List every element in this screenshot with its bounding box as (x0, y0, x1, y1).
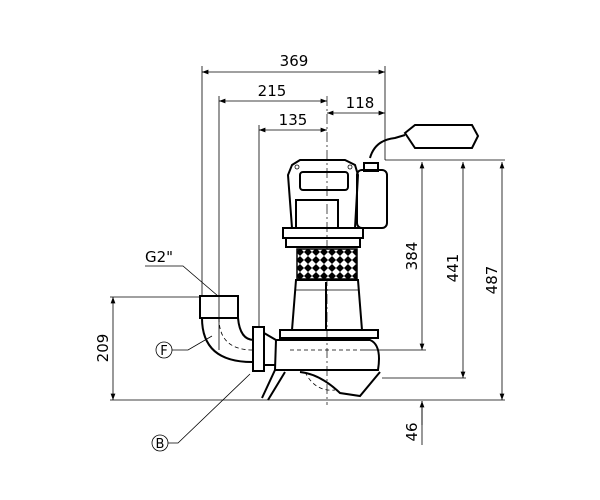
discharge-flange (252, 326, 265, 372)
dim-369: 369 (202, 52, 385, 75)
thread-label: G2" (145, 248, 219, 297)
feet (261, 369, 381, 401)
svg-text:46: 46 (403, 422, 421, 441)
dim-487: 487 (483, 162, 505, 400)
pump-body (199, 124, 480, 401)
strainer (296, 248, 358, 280)
dim-384: 384 (403, 162, 425, 350)
dim-46: 46 (403, 401, 425, 445)
dim-135: 135 (259, 111, 327, 133)
svg-text:135: 135 (279, 111, 308, 129)
dim-118: 118 (327, 94, 385, 116)
float-cable (369, 134, 406, 159)
dim-441: 441 (444, 162, 466, 378)
callout-b: B (151, 373, 251, 452)
dim-209: 209 (94, 297, 116, 400)
svg-text:369: 369 (280, 52, 309, 70)
dim-215: 215 (219, 82, 327, 104)
svg-text:487: 487 (483, 266, 501, 295)
svg-text:F: F (160, 344, 167, 359)
extension-lines (110, 66, 505, 405)
cable-box (356, 169, 388, 229)
svg-text:G2": G2" (145, 248, 173, 266)
svg-text:441: 441 (444, 254, 462, 283)
discharge-elbow (201, 317, 255, 363)
callout-f: F (155, 335, 213, 359)
float-switch (403, 124, 480, 149)
motor-handle (286, 159, 360, 229)
svg-text:215: 215 (258, 82, 287, 100)
svg-text:B: B (156, 437, 165, 452)
svg-text:118: 118 (346, 94, 375, 112)
svg-text:384: 384 (403, 242, 421, 271)
volute (273, 339, 380, 371)
svg-text:209: 209 (94, 334, 112, 363)
